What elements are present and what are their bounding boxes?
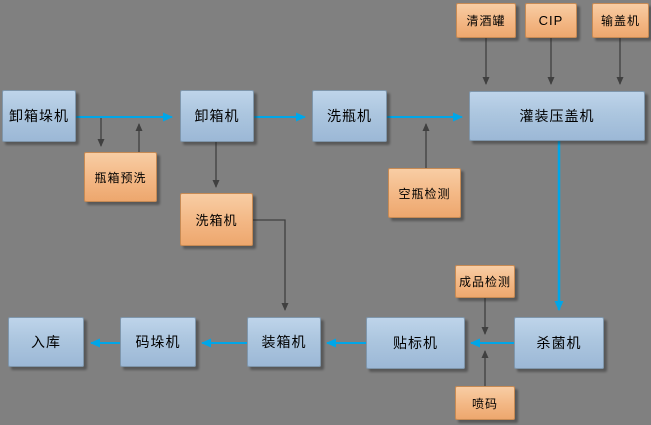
node-crate-washer: 洗箱机 [180,193,253,246]
node-bottle-washer: 洗瓶机 [312,90,387,142]
node-filler-capper: 灌装压盖机 [469,91,645,141]
node-label: 入库 [31,334,61,350]
node-label: 瓶箱预洗 [94,170,147,185]
node-label: 装箱机 [261,334,307,350]
node-label: 贴标机 [393,335,438,351]
node-product-inspect: 成品检测 [455,265,515,298]
node-label: 卸箱机 [194,108,240,124]
node-sterilizer: 杀菌机 [514,317,604,369]
node-label: CIP [538,13,564,28]
node-palletizer: 码垛机 [120,317,196,367]
node-label: 输盖机 [600,14,640,28]
node-label: 空瓶检测 [398,186,451,201]
node-beer-tank: 清酒罐 [456,3,516,38]
node-cap-feeder: 输盖机 [592,3,649,38]
node-label: 清酒罐 [466,14,506,28]
node-label: 灌装压盖机 [519,108,595,124]
node-warehouse: 入库 [8,317,84,367]
node-labeler: 贴标机 [366,317,465,369]
node-label: 杀菌机 [536,335,582,351]
node-uncaser: 卸箱机 [180,90,254,142]
node-label: 卸箱垛机 [9,108,69,124]
node-prewash: 瓶箱预洗 [84,152,157,202]
node-empty-inspect: 空瓶检测 [388,168,461,218]
node-unstacker: 卸箱垛机 [2,90,76,142]
node-label: 洗瓶机 [327,108,372,124]
node-label: 洗箱机 [195,213,238,228]
node-cip: CIP [525,3,577,38]
node-label: 喷码 [471,396,498,411]
edge-crate-washer-to-case-packer [253,219,289,311]
node-label: 码垛机 [135,334,181,350]
node-case-packer: 装箱机 [247,317,321,367]
node-inkjet-coder: 喷码 [455,386,515,420]
node-label: 成品检测 [458,275,511,289]
